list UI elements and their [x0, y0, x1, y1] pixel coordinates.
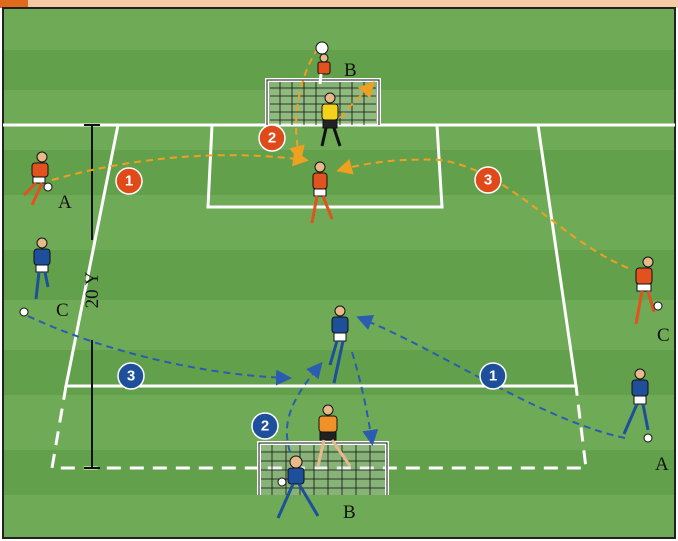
player-blue-c: [19, 237, 51, 317]
orange-pass-1: [51, 150, 309, 181]
field-boundary: [64, 124, 578, 388]
player-blue-attacker: [328, 305, 349, 384]
blue-pass-2b: [351, 351, 379, 446]
player-top-server: [315, 41, 331, 85]
penalty-box: [206, 124, 444, 209]
header-strip: [0, 0, 678, 8]
label-right-c: C: [657, 325, 670, 346]
blue-badge-2-label: 2: [261, 418, 269, 435]
dashed-zone: [50, 385, 588, 470]
distance-label: 20 Y: [82, 271, 103, 308]
orange-pass-paths: [51, 47, 629, 269]
pitch-lines: [3, 123, 675, 470]
blue-badge-1: [479, 362, 507, 390]
orange-badges: 1 2 3: [115, 124, 502, 195]
label-right-a: A: [655, 454, 669, 475]
blue-pass-3: [27, 315, 292, 386]
player-red-a: [22, 151, 53, 206]
orange-badge-2-label: 2: [268, 130, 276, 147]
orange-badge-1-label: 1: [125, 173, 133, 190]
player-top-goalkeeper: [320, 92, 342, 147]
orange-pass-2b: [339, 80, 375, 119]
player-red-header: [310, 161, 334, 224]
player-blue-a: [622, 368, 653, 443]
blue-badge-3-label: 3: [127, 368, 135, 385]
blue-badge-2: [251, 412, 279, 440]
player-red-c: [634, 256, 663, 325]
distance-marker: [84, 124, 100, 469]
corner-tab: [0, 0, 28, 8]
label-left-c: C: [56, 300, 69, 321]
player-bottom-server: [276, 455, 320, 519]
blue-badge-1-label: 1: [489, 368, 497, 385]
orange-badge-1: [115, 167, 143, 195]
label-bottom-goal: B: [343, 502, 356, 523]
blue-pass-2a: [285, 361, 323, 453]
label-left-a: A: [58, 192, 72, 213]
blue-badges: 1 2 3: [117, 362, 507, 440]
blue-badge-3: [117, 362, 145, 390]
orange-pass-2a: [289, 47, 319, 162]
orange-badge-3-label: 3: [484, 172, 492, 189]
label-top-goal: B: [344, 60, 357, 81]
orange-badge-2: [258, 124, 286, 152]
orange-badge-3: [474, 166, 502, 194]
players: [19, 41, 663, 519]
player-bottom-goalkeeper: [316, 404, 352, 467]
orange-pass-3: [336, 158, 629, 269]
